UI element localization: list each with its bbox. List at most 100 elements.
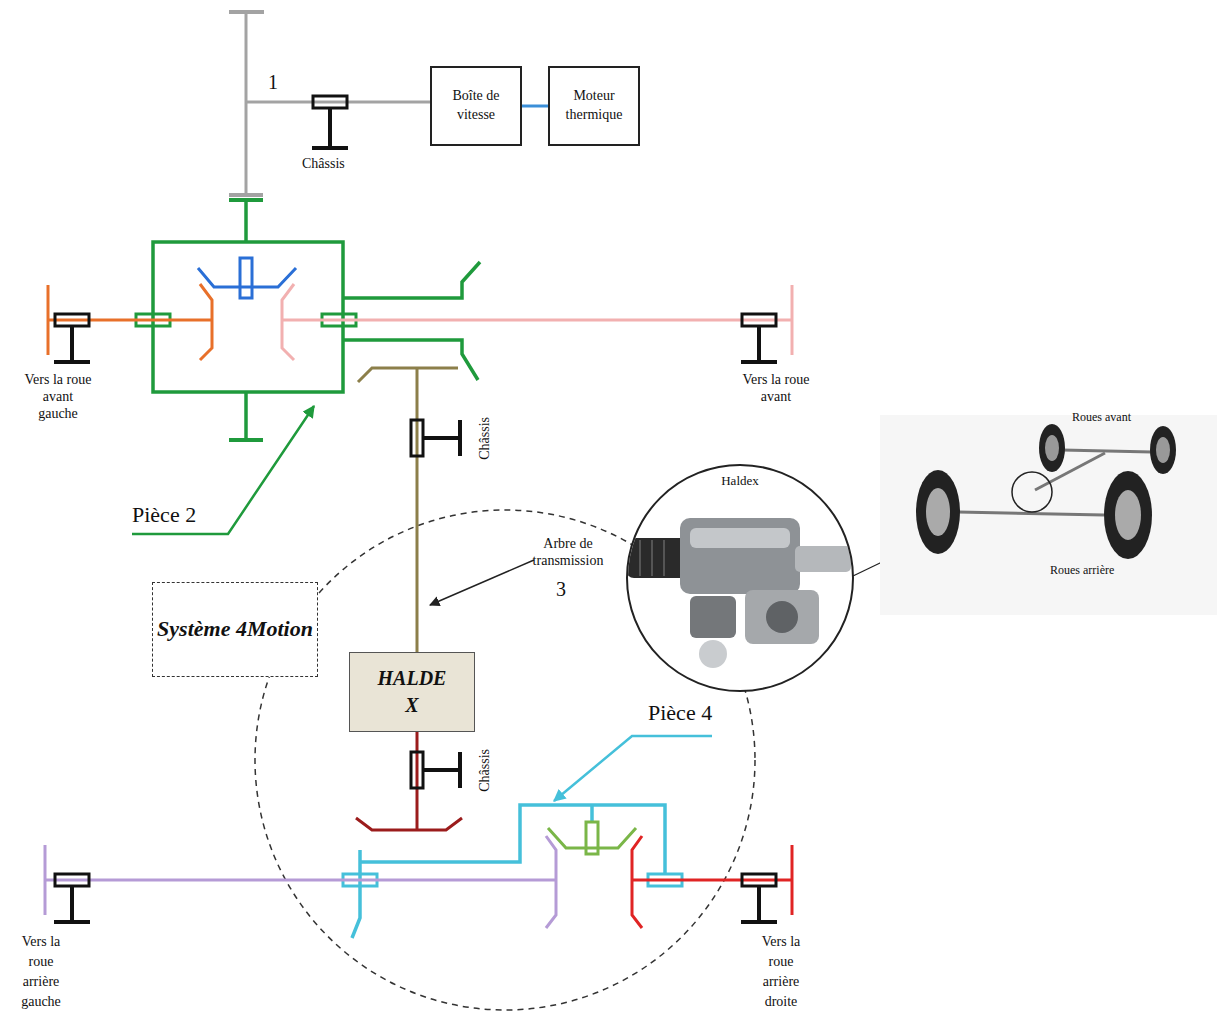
left-front-shaft xyxy=(47,285,50,355)
rear-differential-carrier-4 xyxy=(343,805,682,938)
chassis-label: Châssis xyxy=(477,408,494,468)
right-front-shaft xyxy=(282,284,792,360)
callout-number: 3 xyxy=(556,577,566,601)
right-front-shaft xyxy=(282,319,792,322)
bearing-symbol xyxy=(328,108,332,148)
haldex-photo xyxy=(745,590,819,644)
haldex-photo xyxy=(699,640,727,668)
transmission-shaft-3 xyxy=(416,368,419,652)
output-shaft-1 xyxy=(229,12,430,196)
haldex-photo xyxy=(626,518,851,668)
haldex-photo xyxy=(626,538,688,578)
chassis-label: Châssis xyxy=(477,740,494,800)
haldex-photo xyxy=(651,540,653,576)
leader-line xyxy=(132,406,314,534)
part-label: Pièce 4 xyxy=(648,700,712,726)
left-front-shaft xyxy=(200,284,212,360)
wheel-label: Vers la roue arrière droite xyxy=(750,932,812,1012)
bearing-symbol xyxy=(70,886,74,922)
bearing-symbol xyxy=(458,752,462,788)
car-photo xyxy=(880,415,1217,615)
rear-differential-carrier-4 xyxy=(352,850,360,938)
output-shaft-1 xyxy=(229,193,263,197)
output-shaft-1 xyxy=(245,12,248,196)
system-box: Système 4Motion xyxy=(152,582,318,677)
bearing-symbol xyxy=(411,420,460,456)
haldex-photo-circle: Haldex xyxy=(626,464,854,692)
chassis-label: Châssis xyxy=(302,156,345,173)
haldex-output-shaft xyxy=(356,818,462,830)
callout-number: 1 xyxy=(268,70,278,94)
car-photo xyxy=(916,470,960,554)
right-front-shaft xyxy=(282,284,294,360)
rear-satellite-gear xyxy=(548,822,636,854)
left-front-shaft xyxy=(48,319,212,322)
haldex-output-shaft xyxy=(416,732,419,830)
right-rear-shaft xyxy=(632,836,792,928)
bearing-symbol xyxy=(757,326,761,362)
bearing-symbol xyxy=(757,886,761,922)
bearing-symbol xyxy=(458,420,462,456)
car-photo xyxy=(926,488,950,536)
satellite-gear xyxy=(240,258,252,298)
left-rear-shaft xyxy=(45,879,556,882)
haldex-photo xyxy=(795,546,851,572)
right-rear-shaft xyxy=(632,836,642,928)
differential-carrier-2 xyxy=(343,340,478,380)
bearing-symbol xyxy=(54,920,90,924)
haldex-photo xyxy=(627,465,853,691)
differential-carrier-2 xyxy=(343,262,480,298)
part-label: Pièce 2 xyxy=(132,502,196,528)
bearing-symbol xyxy=(55,874,89,886)
bearing-symbol xyxy=(423,436,460,440)
right-rear-shaft xyxy=(791,845,794,915)
haldex-photo xyxy=(680,518,800,594)
haldex-photo xyxy=(639,540,641,576)
right-rear-shaft xyxy=(632,879,792,882)
left-rear-shaft xyxy=(546,836,556,928)
car-photo xyxy=(1062,450,1152,452)
output-shaft-1 xyxy=(229,10,264,14)
haldex-photo xyxy=(663,540,665,576)
node-text: Système 4Motion xyxy=(157,615,313,644)
satellite-gear xyxy=(198,258,296,298)
bearing-symbol xyxy=(54,360,90,364)
bearing-symbol xyxy=(741,360,777,364)
bearing-symbol xyxy=(54,874,777,922)
bearing-symbol xyxy=(411,420,423,456)
photo-label: Roues avant xyxy=(1072,410,1131,424)
photo-label: Roues arrière xyxy=(1050,563,1114,577)
bearing-symbol xyxy=(54,314,777,362)
node-text: Haldex xyxy=(721,473,759,489)
haldex-photo xyxy=(690,596,736,638)
differential-carrier-2 xyxy=(153,242,343,392)
bearing-symbol xyxy=(312,146,348,150)
transmission-shaft-3 xyxy=(358,368,458,652)
bearing-symbol xyxy=(70,326,74,362)
haldex-photo xyxy=(690,528,790,548)
differential-carrier-2 xyxy=(244,392,248,440)
bearing-symbol xyxy=(312,96,348,148)
car-photo xyxy=(1045,435,1059,461)
bearing-symbol xyxy=(313,96,347,108)
wheel-label: Vers la roue arrière gauche xyxy=(10,932,72,1012)
bearing-symbol xyxy=(742,874,776,886)
car-photo xyxy=(1150,426,1176,474)
car-photo xyxy=(1012,472,1052,512)
leader-line xyxy=(430,560,534,605)
leader-line xyxy=(554,736,712,801)
right-front-shaft xyxy=(791,285,794,355)
left-rear-shaft xyxy=(44,845,47,915)
shaft-connector xyxy=(522,105,548,108)
bearing-symbol xyxy=(742,314,776,326)
bearing-symbol xyxy=(55,314,89,326)
node-text: Moteur thermique xyxy=(558,87,630,125)
bearing-symbol xyxy=(423,768,460,772)
leader-line xyxy=(132,406,712,801)
transmission-shaft-3 xyxy=(358,368,458,382)
wheel-label: Vers la roue avant xyxy=(738,372,814,406)
car-photo xyxy=(880,415,1217,615)
car-photo xyxy=(1115,490,1141,540)
rear-satellite-gear xyxy=(548,828,636,848)
